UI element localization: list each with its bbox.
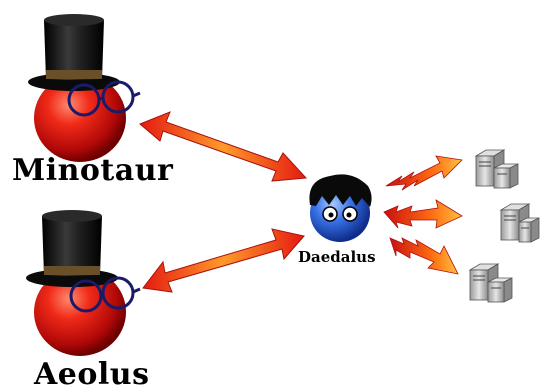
daedalus-character <box>309 174 371 242</box>
zigzag-arrow-server-1 <box>386 156 462 190</box>
zigzag-arrow-server-3 <box>390 238 458 274</box>
arrow-aeolus-daedalus <box>143 229 304 292</box>
zigzag-arrow-server-2 <box>384 200 462 228</box>
server-icon <box>470 264 512 302</box>
minotaur-character <box>28 14 140 162</box>
aeolus-character <box>26 210 140 356</box>
server-icon <box>501 204 539 242</box>
daedalus-label: Daedalus <box>298 248 376 266</box>
minotaur-label: Minotaur <box>12 153 174 188</box>
server-icon <box>476 150 518 188</box>
minotaur-top-hat-icon <box>28 14 120 91</box>
aeolus-top-hat-icon <box>26 210 118 287</box>
aeolus-label: Aeolus <box>33 357 149 391</box>
